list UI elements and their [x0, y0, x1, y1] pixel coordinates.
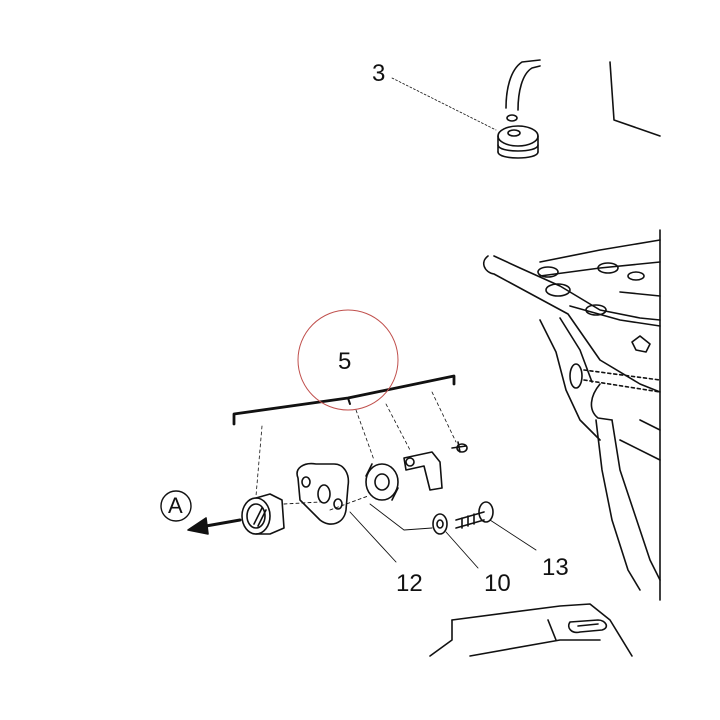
bracket-leaders: [255, 391, 457, 497]
callout-part-12: 12: [396, 570, 423, 597]
leader-part-12: [349, 511, 397, 563]
highlight-circle: [297, 309, 399, 411]
clip-bracket: [403, 441, 468, 491]
frame-assembly: [482, 229, 661, 601]
washer-part-10: [432, 513, 448, 535]
bottom-tray: [429, 603, 633, 657]
bracket-part-5: [232, 374, 456, 426]
cap-part: [241, 493, 285, 535]
grommet-part-3: [497, 59, 541, 159]
leader-washer: [369, 503, 433, 531]
view-a-arrow-head: [187, 517, 209, 535]
leader-part-10: [445, 531, 479, 569]
callout-part-13: 13: [542, 554, 569, 581]
callout-part-10: 10: [484, 570, 511, 597]
screw-part-13: [455, 501, 494, 529]
frame-outline-top: [609, 61, 661, 137]
leader-part-13: [489, 519, 537, 551]
lock-nut: [365, 463, 399, 501]
callout-part-3: 3: [372, 60, 386, 87]
leader-part-3: [391, 77, 497, 131]
view-a-arrow-shaft: [204, 518, 242, 528]
callout-part-5: 5: [338, 348, 352, 375]
plate-part-12: [283, 462, 369, 525]
callout-view-a: A: [168, 493, 183, 518]
view-a-circle: [160, 490, 192, 522]
